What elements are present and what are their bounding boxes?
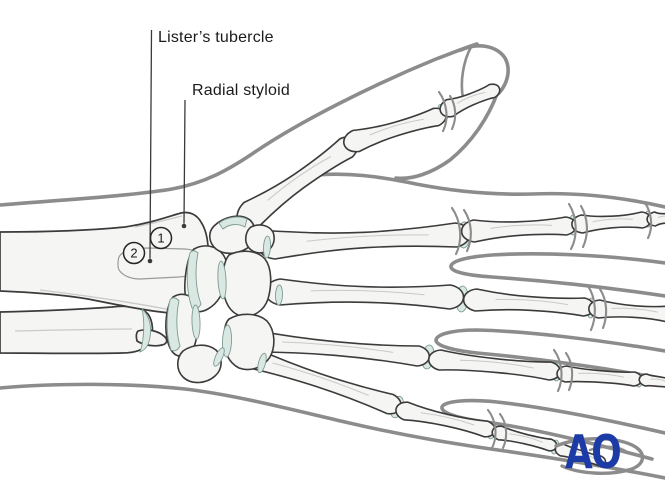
middle-middle-phalanx-bone bbox=[588, 299, 665, 323]
index-proximal-phalanx-streak-line bbox=[490, 224, 553, 229]
triquetrum-hamate-cartilage bbox=[213, 347, 225, 367]
hamate-cartilage bbox=[222, 324, 232, 358]
middle-middle-phalanx-streak-line bbox=[611, 307, 658, 313]
marker-number-2: 2 bbox=[130, 246, 137, 261]
thumb-nail-line bbox=[460, 45, 473, 100]
little-proximal-phalanx-bone bbox=[395, 401, 496, 438]
little-distal-phalanx-streak-line bbox=[569, 450, 595, 459]
skin-crease-lines bbox=[437, 90, 653, 450]
little-fingernail-line bbox=[588, 445, 629, 454]
middle-proximal-phalanx-streak-line bbox=[495, 298, 568, 306]
scaphoid-cartilage bbox=[186, 250, 202, 310]
annotations: 1 2 Lister’s tubercle Radial styloid bbox=[122, 29, 290, 265]
marker-number-1: 1 bbox=[157, 231, 164, 246]
index-distal-phalanx-streak-line bbox=[657, 215, 665, 219]
ulna-head-cartilage bbox=[139, 307, 152, 353]
middle-proximal-phalanx-bone bbox=[462, 288, 595, 317]
metacarpal-3-bone bbox=[264, 278, 465, 310]
capitate-bone bbox=[221, 250, 272, 318]
metacarpal-4-streak-line bbox=[281, 341, 394, 353]
ring-middle-phalanx-streak-line bbox=[578, 372, 625, 378]
scaphoid-capitate-cartilage bbox=[217, 260, 227, 300]
index-top-skin-line bbox=[304, 172, 665, 209]
joint-cartilage-layer bbox=[223, 103, 652, 455]
index-middle-web-line bbox=[449, 252, 665, 298]
lunate-cartilage bbox=[166, 297, 181, 352]
thumb-proximal-phalanx-bone bbox=[343, 107, 447, 153]
metacarpal-5-streak-line bbox=[272, 362, 369, 396]
ring-distal-phalanx-bone bbox=[638, 373, 665, 388]
bottom-hand-skin-line bbox=[0, 382, 665, 480]
ulnar-styloid-process bbox=[135, 328, 168, 347]
ring-middle-phalanx-bone bbox=[556, 365, 643, 387]
marker-circle-1 bbox=[149, 226, 173, 250]
radius-shading-line bbox=[39, 289, 173, 311]
ao-logo: AO bbox=[565, 426, 620, 480]
middle-ring-web-line bbox=[434, 328, 665, 381]
metacarpals-and-phalanges bbox=[233, 83, 665, 467]
index-middle-phalanx-bone bbox=[571, 211, 652, 234]
skin-detail-lines bbox=[437, 90, 653, 475]
marker-circle-2 bbox=[122, 241, 146, 265]
index-middle-phalanx-streak-line bbox=[592, 218, 633, 223]
metacarpal5-base-cartilage bbox=[257, 352, 267, 374]
radial-styloid-label: Radial styloid bbox=[192, 82, 290, 99]
radial-styloid-leader-line bbox=[183, 99, 186, 224]
listers-tubercle-pointer-dot bbox=[147, 258, 153, 264]
metacarpal-3-streak-line bbox=[310, 289, 425, 296]
metacarpal-1-bone bbox=[236, 136, 359, 229]
ring-distal-phalanx-streak-line bbox=[650, 378, 665, 382]
metacarpal-1-streak-line bbox=[267, 156, 332, 201]
metacarpal3-base-cartilage bbox=[275, 284, 283, 306]
trapezium-cartilage bbox=[218, 216, 248, 230]
carpal-cartilage-layer bbox=[166, 216, 283, 374]
index-proximal-phalanx-bone bbox=[460, 216, 577, 243]
radial-styloid-pointer-dot bbox=[181, 223, 187, 229]
little-fingertip-outline bbox=[554, 437, 645, 475]
radius-top-shading-line bbox=[134, 215, 183, 228]
thumb-proximal-phalanx-streak-line bbox=[369, 118, 424, 136]
thumb-distal-phalanx-streak-line bbox=[456, 91, 486, 104]
metacarpal2-base-cartilage bbox=[263, 235, 271, 259]
triquetrum-bone bbox=[176, 344, 222, 384]
forearm-thumb-top-skin-line bbox=[0, 42, 479, 207]
ring-proximal-phalanx-bone bbox=[427, 349, 561, 381]
listers-tubercle-leader-line bbox=[149, 29, 153, 259]
lunate-capitate-cartilage bbox=[191, 304, 201, 340]
metacarpal-2-streak-line bbox=[306, 234, 429, 242]
little-middle-phalanx-bone bbox=[491, 425, 558, 452]
bone-streak-lines bbox=[267, 91, 665, 459]
metacarpal-2-bone bbox=[257, 222, 471, 260]
little-middle-phalanx-streak-line bbox=[509, 433, 543, 443]
ulna-cartilage-crescent bbox=[139, 307, 152, 353]
ring-little-web-line bbox=[440, 398, 665, 461]
ulna-shading-line bbox=[14, 328, 133, 332]
skin-outline bbox=[0, 42, 665, 480]
little-proximal-phalanx-streak-line bbox=[420, 412, 475, 426]
ring-proximal-phalanx-streak-line bbox=[459, 359, 534, 369]
thumb-bottom-skin-line bbox=[394, 92, 499, 181]
listers-tubercle-label: Lister’s tubercle bbox=[158, 29, 274, 46]
